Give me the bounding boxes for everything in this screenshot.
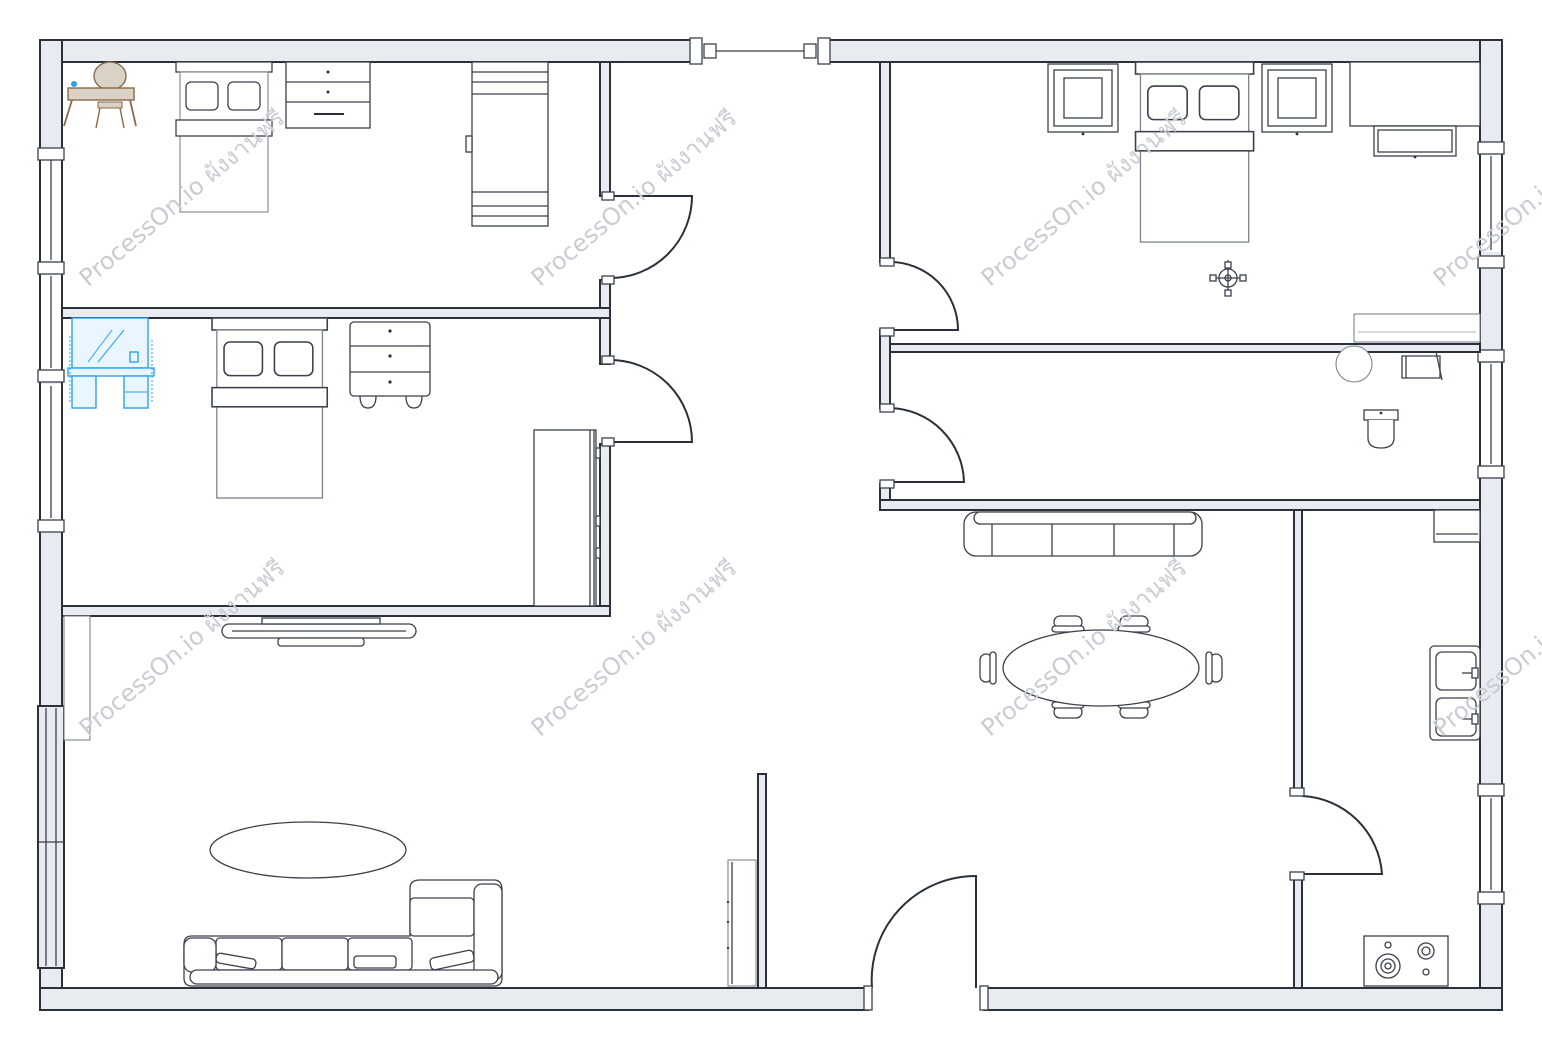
bedroom-2 bbox=[67, 313, 601, 607]
living-room bbox=[63, 611, 757, 987]
cabinet bbox=[726, 859, 757, 987]
sink-icon bbox=[1429, 645, 1481, 741]
dining-table-icon bbox=[979, 615, 1223, 719]
sofa-icon bbox=[963, 511, 1203, 557]
doors bbox=[601, 191, 1384, 1011]
desk-icon bbox=[1349, 61, 1481, 159]
dining-room bbox=[963, 511, 1223, 719]
stove-icon bbox=[1363, 935, 1449, 987]
vanity-icon bbox=[63, 61, 137, 129]
nightstand-icon bbox=[1261, 63, 1333, 136]
bathroom bbox=[1335, 345, 1443, 449]
shelf bbox=[1353, 313, 1481, 343]
toilet-icon bbox=[1363, 409, 1399, 449]
dresser-icon bbox=[349, 321, 431, 409]
door-swing-icon bbox=[609, 195, 694, 279]
wall-top-left bbox=[39, 39, 697, 63]
plant-icon bbox=[384, 57, 435, 109]
tv-icon bbox=[221, 617, 417, 647]
plant-icon bbox=[140, 611, 191, 663]
bed-icon bbox=[175, 61, 273, 213]
door-swing-icon bbox=[609, 359, 694, 443]
shelf bbox=[63, 615, 91, 741]
bedroom-1 bbox=[63, 57, 549, 227]
bed-icon bbox=[1134, 61, 1255, 243]
door-swing-icon bbox=[889, 261, 960, 331]
wardrobe-icon bbox=[465, 61, 549, 227]
bed-icon bbox=[211, 317, 329, 499]
interior-walls bbox=[61, 61, 1481, 989]
dresser-icon bbox=[285, 61, 371, 129]
wall-bottom-right bbox=[983, 987, 1503, 1011]
wardrobe-icon bbox=[533, 429, 601, 607]
door-swing-icon bbox=[1301, 795, 1384, 875]
nightstand-icon bbox=[1047, 63, 1119, 136]
microwave bbox=[1433, 509, 1481, 543]
chair bbox=[1401, 355, 1441, 379]
sofa-icon bbox=[183, 879, 503, 987]
outer-walls bbox=[39, 39, 1503, 1011]
window-openings bbox=[37, 37, 1505, 969]
wall-top-right bbox=[825, 39, 1503, 63]
door-swing-icon bbox=[889, 407, 966, 483]
ceiling-fan-icon bbox=[1209, 260, 1247, 297]
plant-icon bbox=[456, 313, 507, 365]
wall-bottom-left bbox=[39, 987, 869, 1011]
vanity-icon bbox=[67, 317, 155, 409]
rug-icon bbox=[209, 821, 407, 879]
plant-icon bbox=[444, 613, 495, 665]
bedroom-3 bbox=[1047, 61, 1481, 343]
kitchen bbox=[1363, 509, 1481, 987]
door-swing-icon bbox=[870, 874, 977, 989]
